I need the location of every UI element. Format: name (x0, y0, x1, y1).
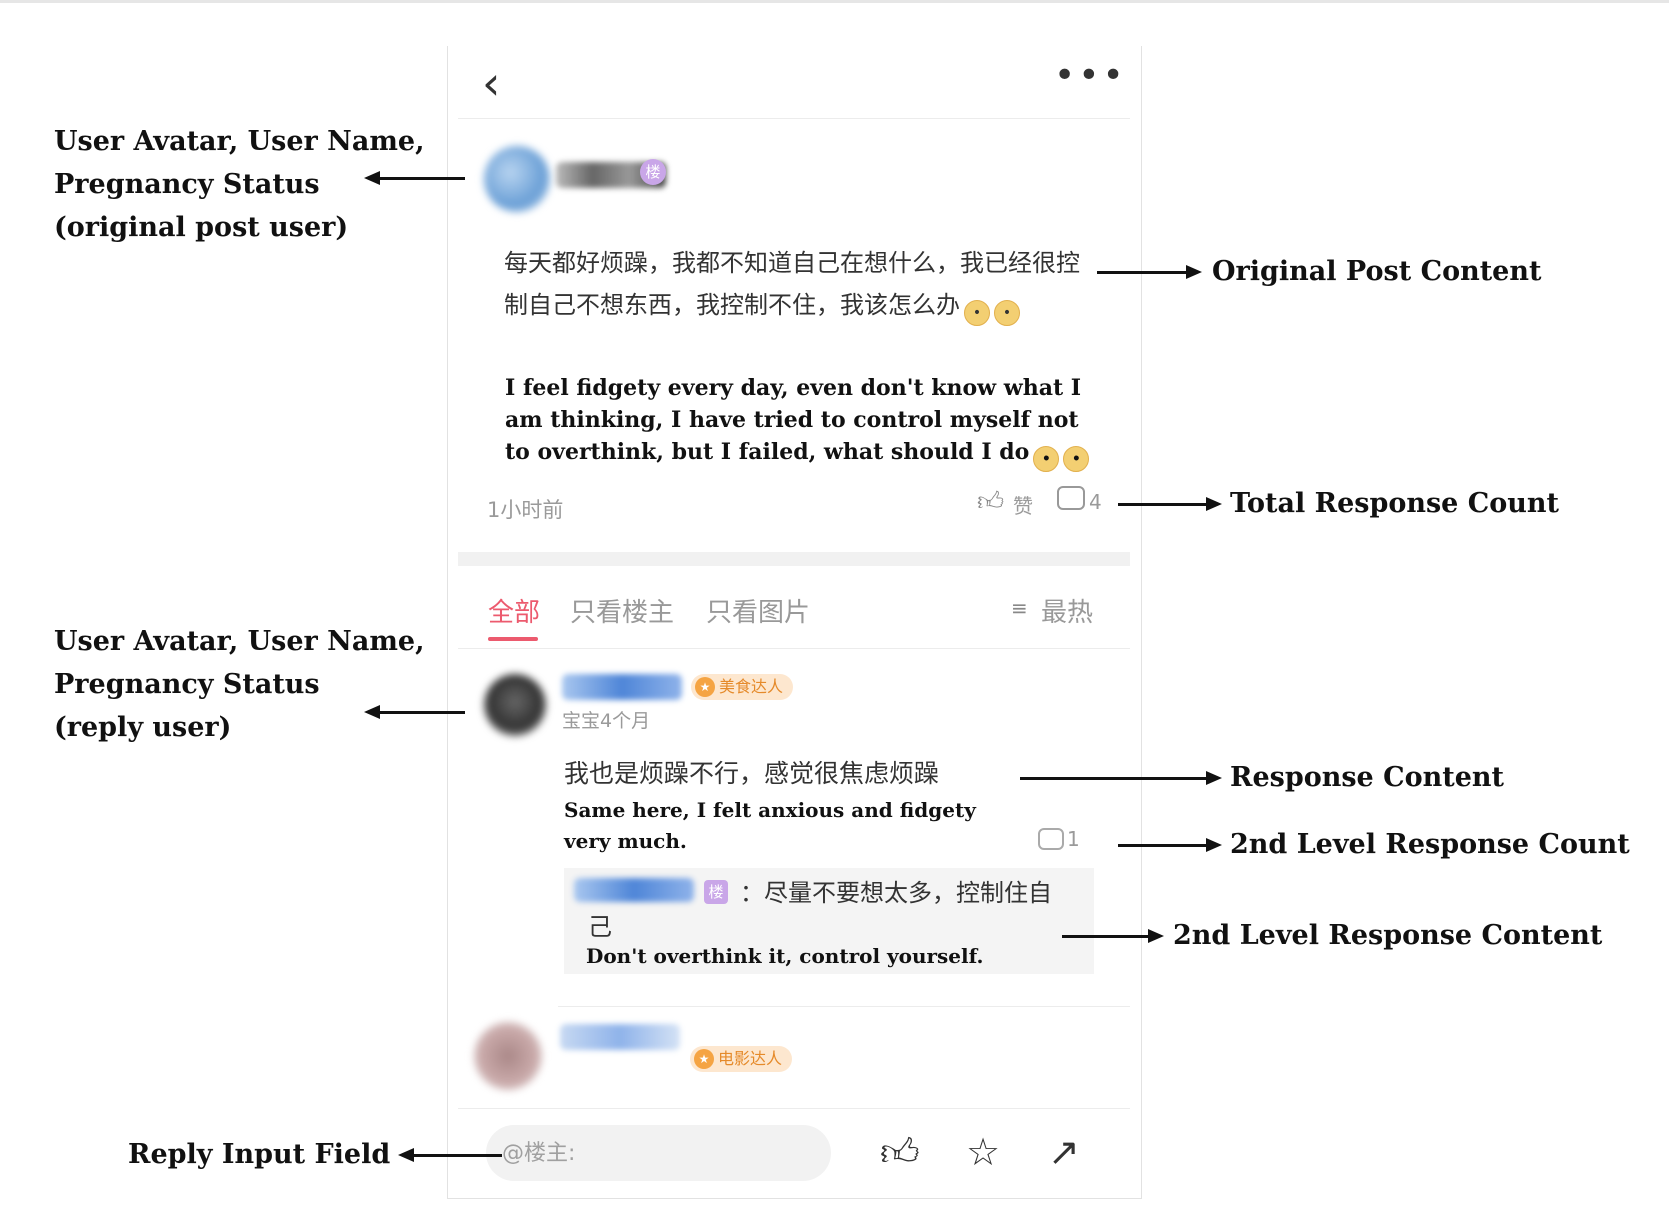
sort-hot[interactable]: 最热 (1041, 598, 1094, 628)
header-divider (458, 118, 1130, 119)
arrow-head (1206, 771, 1222, 785)
section-separator (458, 552, 1130, 566)
like-label[interactable]: 赞 (1013, 494, 1033, 518)
sub-reply-box[interactable]: 楼 ：尽量不要想太多，控制住自己 Don't overthink it, con… (564, 868, 1094, 974)
annotation-op-user: User Avatar, User Name, Pregnancy Status (… (54, 120, 425, 249)
emoji-icon: • (994, 300, 1020, 326)
arrow-input-field (412, 1154, 502, 1157)
annotation-text-line: User Avatar, User Name, (54, 626, 425, 657)
op-avatar[interactable] (484, 146, 550, 212)
back-arrow-icon[interactable]: ‹ (482, 56, 501, 110)
like-icon[interactable]: 👍︎ (977, 487, 1005, 517)
reply-avatar[interactable] (484, 674, 546, 736)
arrow-head (364, 171, 380, 185)
badge-coin-icon: ★ (694, 1049, 714, 1069)
annotation-line: User Avatar, User Name, Pregnancy Status (… (54, 120, 425, 249)
arrow-response-content (1020, 777, 1212, 780)
annotation-text-line: Pregnancy Status (54, 669, 320, 700)
tab-images-only[interactable]: 只看图片 (706, 598, 811, 628)
annotation-original-post: Original Post Content (1212, 256, 1542, 287)
reply-input[interactable] (486, 1125, 831, 1181)
comment-icon[interactable] (1057, 486, 1085, 510)
arrow-total-count (1118, 503, 1210, 506)
reply-content-cn: 我也是烦躁不行，感觉很焦虑烦躁 (564, 759, 940, 788)
post-content-cn: 每天都好烦躁，我都不知道自己在想什么，我已经很控制自己不想东西，我控制不住，我该… (504, 242, 1094, 326)
arrow-head (1206, 838, 1222, 852)
arrow-head (1206, 497, 1222, 511)
reply-username[interactable] (562, 674, 682, 700)
sub-reply-op-badge: 楼 (704, 880, 728, 904)
annotation-text-line: (original post user) (54, 212, 349, 243)
arrow-head (1148, 929, 1164, 943)
active-tab-indicator (488, 637, 538, 641)
sub-reply-content-en: Don't overthink it, control yourself. (586, 944, 984, 968)
emoji-icon: • (1033, 446, 1060, 472)
arrow-second-content (1062, 935, 1154, 938)
annotation-text-line: User Avatar, User Name, (54, 126, 425, 157)
tab-all[interactable]: 全部 (488, 598, 541, 628)
reply-content-en: Same here, I felt anxious and fidgety ve… (564, 798, 976, 853)
comment-icon[interactable] (1038, 828, 1064, 850)
emoji-icon: • (1063, 446, 1090, 472)
tabs-divider (458, 648, 1130, 649)
reply-pregnancy-status: 宝宝4个月 (562, 710, 651, 732)
annotation-line: User Avatar, User Name, Pregnancy Status (… (54, 620, 425, 749)
reply-badge: ★美食达人 (691, 674, 794, 700)
tab-op-only[interactable]: 只看楼主 (570, 598, 675, 628)
annotation-second-count: 2nd Level Response Count (1230, 829, 1630, 860)
reply2-avatar[interactable] (474, 1022, 542, 1090)
bottom-bar-divider (458, 1108, 1130, 1109)
sub-reply-content-cn: ：尽量不要想太多，控制住自己 (588, 879, 1052, 941)
arrow-head (1186, 265, 1202, 279)
reply-divider (558, 1006, 1130, 1007)
post-content-en: I feel fidgety every day, even don't kno… (505, 372, 1095, 472)
star-icon[interactable]: ☆ (966, 1130, 1001, 1174)
comment-count: 4 (1089, 490, 1102, 514)
op-badge: 楼 (640, 159, 666, 185)
annotation-text-line: (reply user) (54, 712, 232, 743)
top-divider (0, 0, 1669, 3)
phone-screen: ‹ ••• 楼 每天都好烦躁，我都不知道自己在想什么，我已经很控制自己不想东西，… (447, 46, 1142, 1199)
sub-reply-username[interactable] (574, 878, 694, 902)
annotation-reply-user: User Avatar, User Name, Pregnancy Status (… (54, 620, 425, 749)
arrow-op-user (377, 177, 465, 180)
arrow-reply-user (377, 711, 465, 714)
reply2-badge: ★电影达人 (690, 1046, 793, 1072)
arrow-head (398, 1148, 414, 1162)
annotation-input-field: Reply Input Field (128, 1139, 391, 1170)
share-icon[interactable]: ↗ (1048, 1130, 1080, 1174)
like-icon[interactable]: 👍︎ (880, 1130, 920, 1174)
annotation-total-count: Total Response Count (1230, 488, 1559, 519)
more-dots-icon[interactable]: ••• (1054, 55, 1127, 96)
post-time: 1小时前 (487, 498, 564, 522)
reply2-username[interactable] (560, 1024, 680, 1050)
arrow-second-count (1118, 844, 1210, 847)
annotation-second-content: 2nd Level Response Content (1173, 920, 1603, 951)
emoji-icon: • (964, 300, 990, 326)
annotation-text-line: Pregnancy Status (54, 169, 320, 200)
sort-icon[interactable]: ≡ (1011, 596, 1028, 620)
badge-coin-icon: ★ (695, 677, 715, 697)
sub-reply-count: 1 (1067, 827, 1080, 851)
annotation-response-content: Response Content (1230, 762, 1504, 793)
arrow-original-post (1097, 271, 1189, 274)
arrow-head (364, 705, 380, 719)
